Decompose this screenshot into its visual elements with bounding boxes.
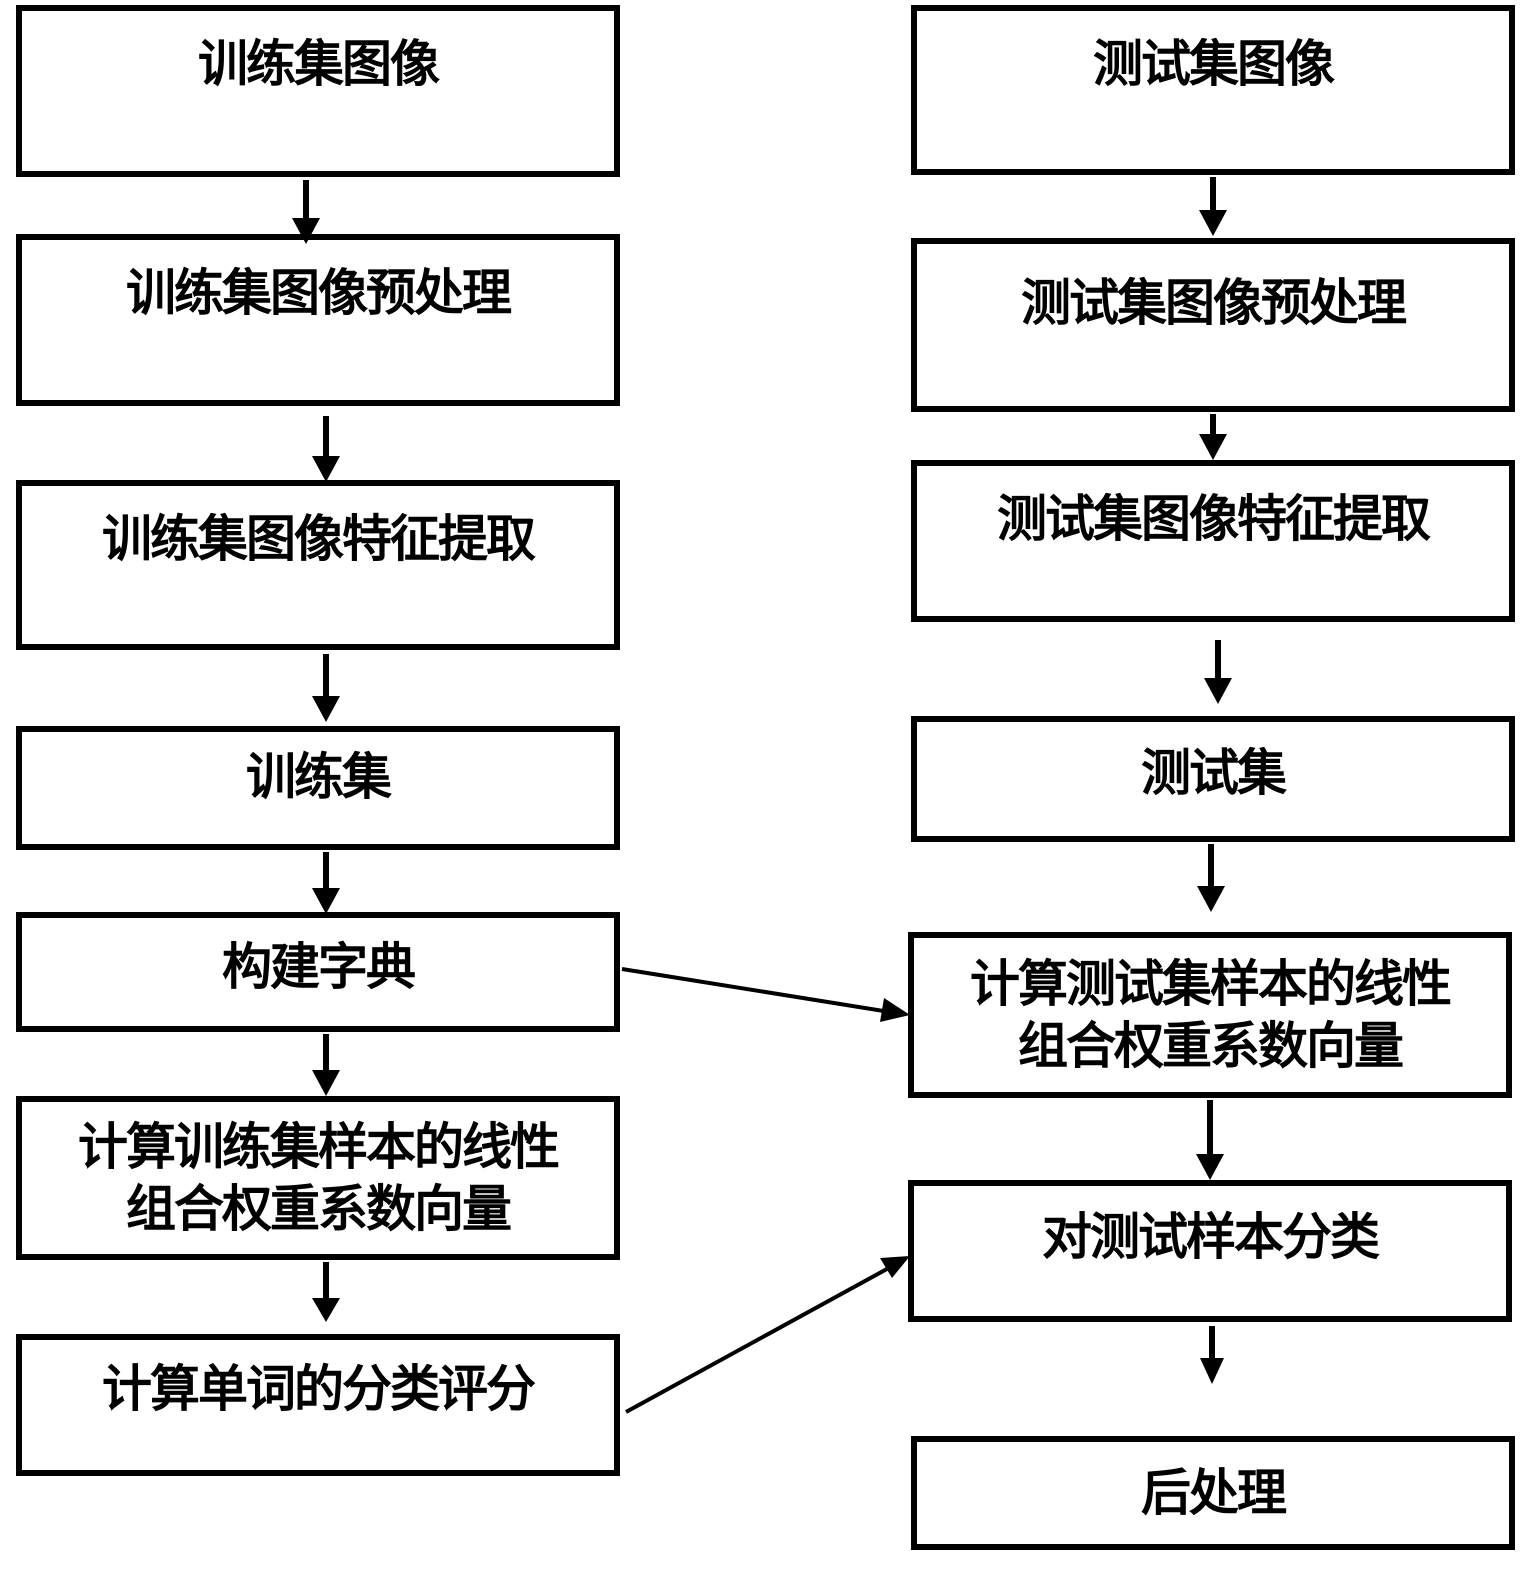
arrowhead	[312, 696, 340, 722]
box-label-line-2: 组合权重系数向量	[1018, 1017, 1404, 1075]
arrowhead	[292, 218, 320, 244]
box-train-feature-extract: 训练集图像特征提取	[16, 480, 620, 650]
box-label: 构建字典	[222, 938, 416, 996]
box-train-images: 训练集图像	[16, 5, 620, 177]
box-label: 后处理	[1141, 1464, 1287, 1522]
box-label: 训练集图像	[198, 35, 440, 93]
arrowhead	[312, 456, 340, 482]
box-train-preprocess: 训练集图像预处理	[16, 234, 620, 406]
arrowhead	[312, 888, 340, 914]
box-label-line-1: 计算测试集样本的线性	[970, 955, 1452, 1013]
box-build-dictionary: 构建字典	[16, 912, 620, 1032]
box-test-set: 测试集	[911, 716, 1515, 842]
box-test-preprocess: 测试集图像预处理	[911, 238, 1515, 412]
box-train-coef: 计算训练集样本的线性 组合权重系数向量	[16, 1096, 620, 1260]
arrowhead	[1199, 434, 1227, 460]
arrowhead	[312, 1298, 340, 1322]
box-word-score: 计算单词的分类评分	[16, 1334, 620, 1476]
box-label: 对测试样本分类	[1042, 1208, 1380, 1266]
arrow-word-score-to-classify	[625, 1262, 897, 1414]
box-classify: 对测试样本分类	[908, 1180, 1512, 1322]
box-label: 训练集图像特征提取	[102, 510, 536, 568]
box-postprocess: 后处理	[911, 1436, 1515, 1550]
arrow-dictionary-to-test-coef	[621, 967, 891, 1014]
box-label: 测试集图像预处理	[1021, 274, 1407, 332]
arrowhead	[880, 998, 910, 1022]
arrowhead	[1196, 1154, 1224, 1180]
box-label: 训练集图像预处理	[126, 264, 512, 322]
box-label: 测试集图像特征提取	[997, 490, 1431, 548]
box-train-set: 训练集	[16, 726, 620, 850]
arrowhead	[1199, 210, 1227, 236]
arrowhead	[1200, 1358, 1224, 1384]
arrowhead	[880, 1256, 910, 1278]
box-label: 计算单词的分类评分	[102, 1360, 536, 1418]
arrowhead	[312, 1070, 340, 1096]
box-label: 测试集图像	[1093, 35, 1335, 93]
box-test-coef: 计算测试集样本的线性 组合权重系数向量	[908, 932, 1512, 1098]
arrowhead	[1197, 886, 1225, 912]
box-label-line-1: 计算训练集样本的线性	[78, 1118, 560, 1176]
box-test-feature-extract: 测试集图像特征提取	[911, 460, 1515, 622]
box-label-line-2: 组合权重系数向量	[126, 1180, 512, 1238]
box-test-images: 测试集图像	[911, 5, 1515, 175]
box-label: 训练集	[246, 748, 392, 806]
box-label: 测试集	[1141, 744, 1287, 802]
arrowhead	[1204, 678, 1232, 704]
